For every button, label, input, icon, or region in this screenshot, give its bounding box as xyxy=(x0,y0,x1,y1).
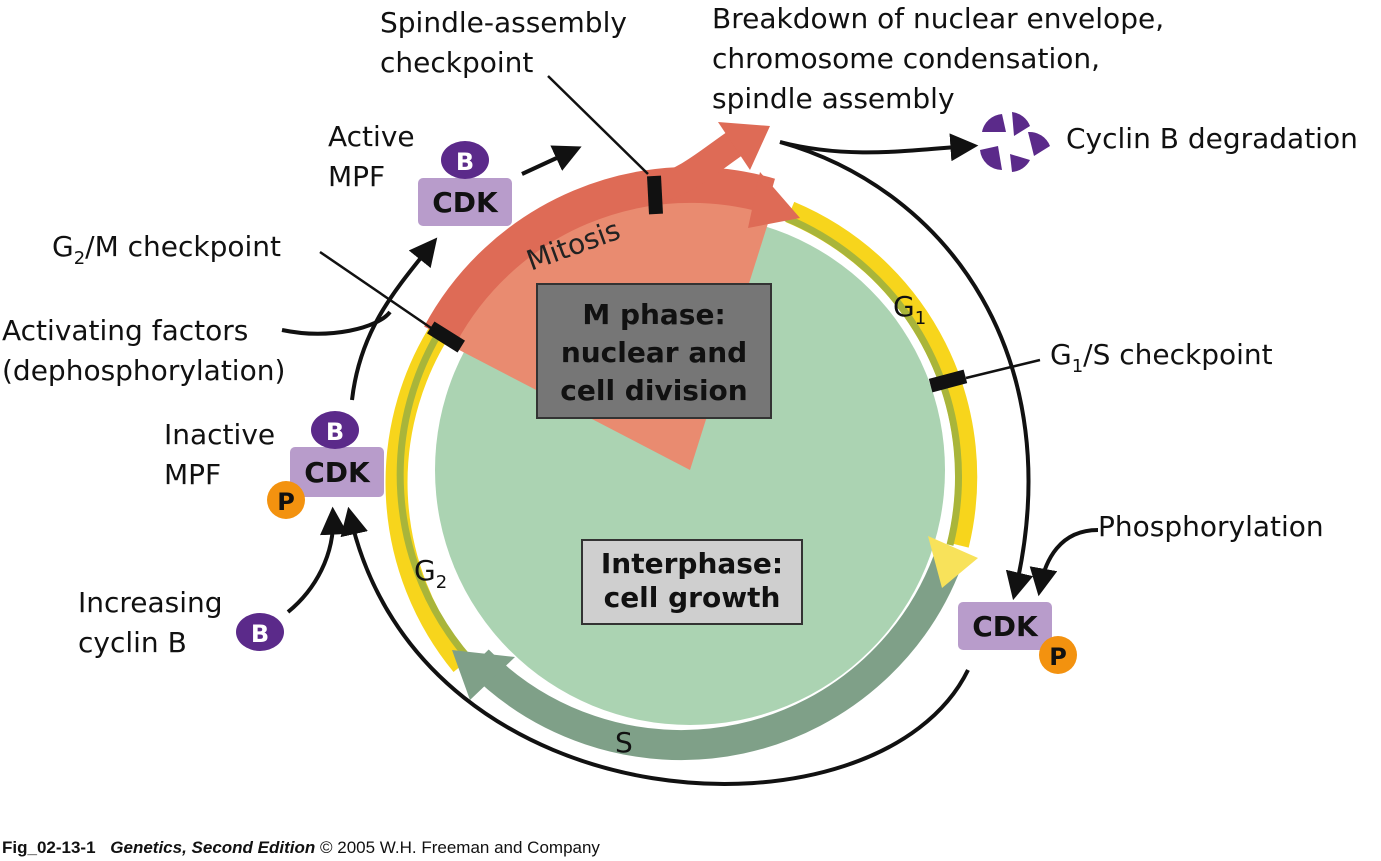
cyclin-degradation-label: Cyclin B degradation xyxy=(1066,122,1358,155)
phospho-phosphate xyxy=(1039,636,1077,674)
book-title: Genetics, Second Edition xyxy=(110,838,316,857)
s-phase-band xyxy=(467,554,963,761)
breakdown-line-1: Breakdown of nuclear envelope, xyxy=(712,2,1164,35)
g2-label: G2 xyxy=(414,554,447,593)
m-phase-line-3: cell division xyxy=(560,374,747,407)
g1s-leader-line xyxy=(965,358,1041,380)
copyright: © 2005 W.H. Freeman and Company xyxy=(320,838,600,857)
spindle-checkpoint-mark xyxy=(647,175,663,215)
yellow-band-g1 xyxy=(785,201,978,548)
breakdown-line-2: chromosome condensation, xyxy=(712,42,1100,75)
m-phase-line-2: nuclear and xyxy=(561,336,747,369)
mitosis-arrowhead xyxy=(748,172,800,228)
mitosis-band xyxy=(424,166,775,344)
figure-ref: Fig_02-13-1 xyxy=(2,838,96,857)
g1s-checkpoint-mark xyxy=(928,369,968,393)
m-phase-line-1: M phase: xyxy=(582,298,725,331)
activating-factors-line-1: Activating factors xyxy=(2,314,248,347)
arrow-to-phosphorylated-cdk xyxy=(779,140,1034,601)
active-cyclin-label: B xyxy=(456,148,474,176)
active-cdk-label: CDK xyxy=(432,186,499,219)
g2m-checkpoint-mark xyxy=(427,321,465,353)
phospho-cdk-label: CDK xyxy=(972,610,1039,643)
figure-caption: Fig_02-13-1 Genetics, Second Edition © 2… xyxy=(2,838,600,858)
increasing-cyclin-line-2: cyclin B xyxy=(78,626,187,659)
free-cyclin-label: B xyxy=(251,620,269,648)
olive-band xyxy=(396,318,473,663)
inactive-mpf-line-1: Inactive xyxy=(164,418,275,451)
arrow-phosphorylation xyxy=(1029,528,1099,597)
degraded-cyclin-icon xyxy=(980,112,1050,172)
inactive-phosphate xyxy=(267,481,305,519)
free-cyclin-b xyxy=(236,613,284,651)
active-mpf-line-1: Active xyxy=(328,120,415,153)
spindle-leader-line xyxy=(547,75,649,175)
active-cdk-box xyxy=(418,178,512,226)
phospho-cdk-box xyxy=(958,602,1052,650)
s-phase-arrowhead xyxy=(452,650,515,700)
inactive-cdk-label: CDK xyxy=(304,456,371,489)
interphase-line-1: Interphase: xyxy=(601,547,783,580)
interphase-box xyxy=(581,539,803,625)
active-cyclin-b xyxy=(441,141,489,179)
interphase-line-2: cell growth xyxy=(604,581,781,614)
inactive-cdk-box xyxy=(290,447,384,497)
g1-arrowhead xyxy=(928,536,978,588)
mitosis-branch xyxy=(650,128,748,204)
arrow-to-degradation xyxy=(779,133,979,162)
olive-band-g1 xyxy=(784,214,962,546)
active-mpf-line-2: MPF xyxy=(328,160,385,193)
inactive-cyclin-label: B xyxy=(326,418,344,446)
arrow-increasing-cyclin xyxy=(286,506,348,614)
inactive-cyclin-b xyxy=(311,411,359,449)
inactive-phosphate-label: P xyxy=(277,488,295,516)
spindle-checkpoint-line-1: Spindle-assembly xyxy=(380,6,627,39)
g2m-checkpoint-label: G2/M checkpoint xyxy=(52,230,281,269)
arrow-return-to-inactive xyxy=(340,506,970,786)
breakdown-line-3: spindle assembly xyxy=(712,82,955,115)
phosphorylation-label: Phosphorylation xyxy=(1098,510,1324,543)
spindle-checkpoint-line-2: checkpoint xyxy=(380,46,533,79)
arrow-active-mpf-out xyxy=(521,145,582,176)
g1s-checkpoint-label: G1/S checkpoint xyxy=(1050,338,1273,377)
arrow-activating-factors xyxy=(281,310,392,336)
m-phase-box xyxy=(536,283,772,419)
phospho-phosphate-label: P xyxy=(1049,643,1067,671)
activating-factors-line-2: (dephosphorylation) xyxy=(2,354,285,387)
g2m-leader-line xyxy=(319,250,435,332)
mitosis-branch-arrowhead xyxy=(718,122,770,170)
inactive-mpf-line-2: MPF xyxy=(164,458,221,491)
increasing-cyclin-line-1: Increasing xyxy=(78,586,223,619)
s-label: S xyxy=(615,726,633,759)
arrow-to-active-mpf xyxy=(350,237,438,401)
